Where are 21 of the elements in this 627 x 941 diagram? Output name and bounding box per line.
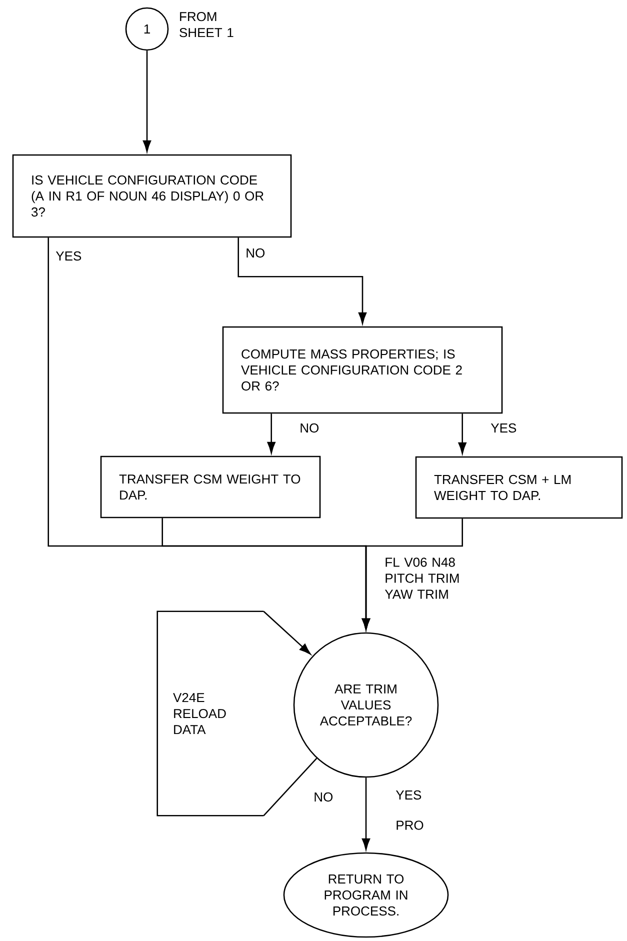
edge-label: NO [298,422,320,434]
arrow [458,414,466,454]
process-box: COMPUTE MASS PROPERTIES; IS VEHICLE CONFIGURATION CODE 2 OR 6? [222,326,503,414]
terminal-oval: RETURN TO PROGRAM IN PROCESS. [283,852,449,938]
edge-label: YES [490,422,518,434]
process-box: TRANSFER CSM WEIGHT TO DAP. [100,456,321,518]
edge-label: YES [394,789,423,801]
edge-label: YES [54,250,83,262]
arrow [362,778,370,850]
note-text: PRO [396,820,424,830]
note-text: FL V06 N48 PITCH TRIM YAW TRIM [384,558,459,599]
edge-label: NO [244,247,266,259]
arrow [142,50,152,152]
arrow [362,518,463,630]
arrow [267,414,276,454]
arrow [263,610,311,655]
decision-box: IS VEHICLE CONFIGURATION CODE (A IN R1 OF NOUN 46 DISPLAY) 0 OR 3? [12,154,292,238]
arrow [238,238,367,324]
connector-note: FROM SHEET 1 [180,12,234,38]
edge-label: NO [312,791,334,803]
process-box: TRANSFER CSM + LM WEIGHT TO DAP. [415,456,623,519]
